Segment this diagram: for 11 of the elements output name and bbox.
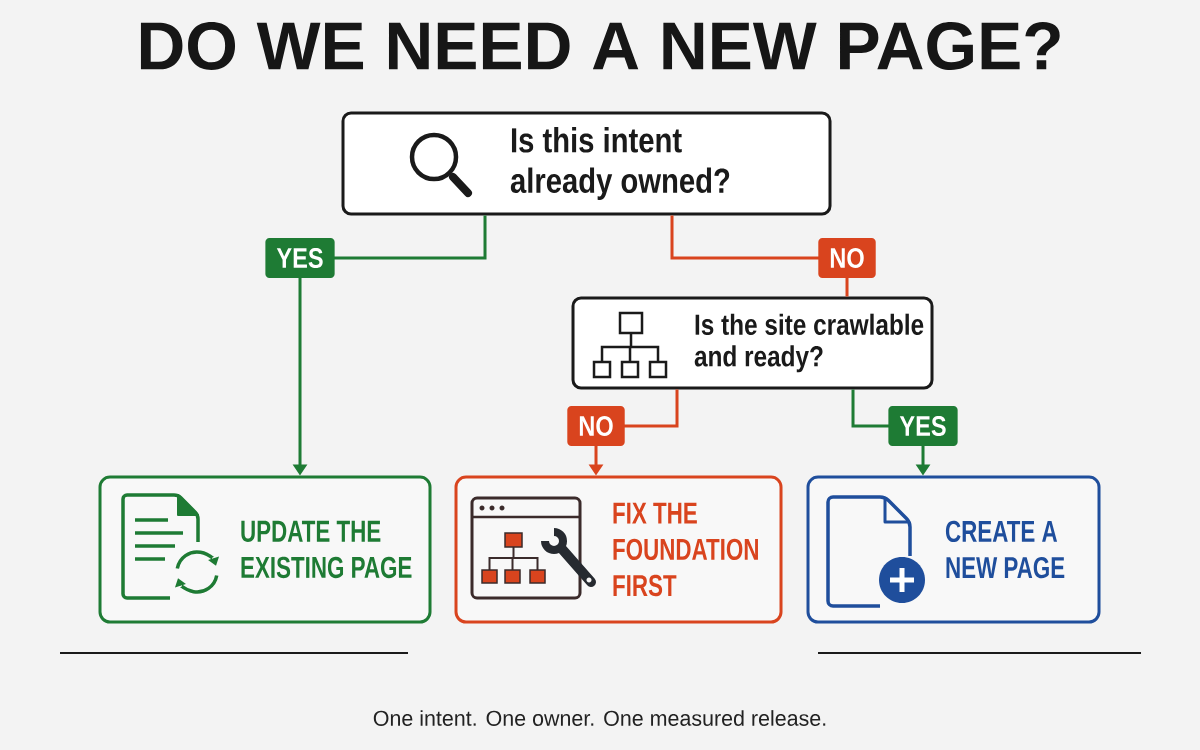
caption: One intent. One owner. One measured release. bbox=[373, 710, 826, 726]
outcome-box: UPDATE THE EXISTING PAGE bbox=[98, 475, 432, 624]
question-box: Is this intent already owned? bbox=[341, 111, 832, 216]
outcome-box: FIX THE FOUNDATION FIRST bbox=[454, 475, 783, 624]
title: DO WE NEED A NEW PAGE? bbox=[140, 22, 1060, 70]
question-box: Is the site crawlable and ready? bbox=[571, 296, 934, 390]
answer-badge: NO bbox=[818, 238, 876, 278]
answer-badge: NO bbox=[567, 406, 625, 446]
outcome-box: CREATE A NEW PAGE bbox=[806, 475, 1101, 624]
answer-badge: YES bbox=[265, 238, 335, 278]
answer-badge: YES bbox=[888, 406, 958, 446]
